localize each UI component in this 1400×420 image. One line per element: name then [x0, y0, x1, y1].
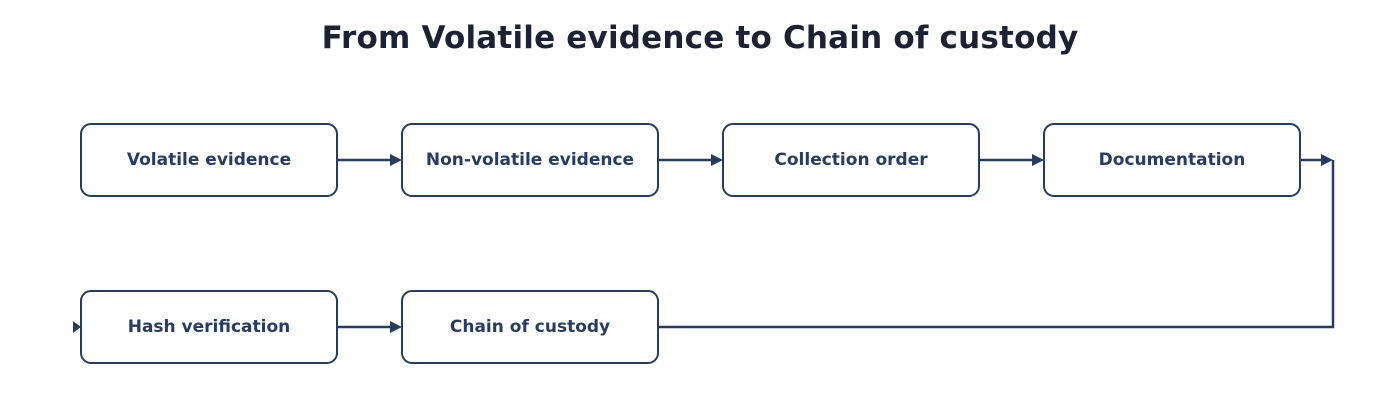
edges-layer: [73, 154, 1335, 333]
node-label: Volatile evidence: [127, 150, 291, 170]
node-box: [80, 290, 338, 364]
node-documentation: Documentation: [1043, 123, 1301, 197]
node-box: [722, 123, 980, 197]
node-box: [80, 123, 338, 197]
edge-arrowhead-wrap-entry: [73, 321, 81, 333]
edge-arrowhead: [390, 321, 402, 333]
node-chain-of-custody: Chain of custody: [401, 290, 659, 364]
node-hash-verification: Hash verification: [80, 290, 338, 364]
node-label: Documentation: [1099, 150, 1246, 170]
edge-arrowhead: [1032, 154, 1044, 166]
node-label: Non-volatile evidence: [426, 150, 634, 170]
edge-arrowhead: [711, 154, 723, 166]
node-box: [401, 290, 659, 364]
edge-collection-order-to-documentation: [979, 154, 1044, 166]
edge-non-volatile-evidence-to-collection-order: [658, 154, 723, 166]
edge-arrowhead: [390, 154, 402, 166]
diagram-title: From Volatile evidence to Chain of custo…: [321, 20, 1079, 56]
edge-hash-verification-to-chain-of-custody: [337, 321, 402, 333]
nodes-layer: Volatile evidence Non-volatile evidence Co…: [80, 123, 1301, 364]
node-label: Collection order: [774, 150, 928, 170]
edge-arrowhead-wrap-top: [1321, 154, 1333, 166]
node-box: [401, 123, 659, 197]
node-non-volatile-evidence: Non-volatile evidence: [401, 123, 659, 197]
edge-documentation-to-hash-verification: [73, 154, 1335, 333]
edge-volatile-evidence-to-non-volatile-evidence: [337, 154, 402, 166]
edge-line-return: [658, 160, 1335, 329]
node-collection-order: Collection order: [722, 123, 980, 197]
node-volatile-evidence: Volatile evidence: [80, 123, 338, 197]
node-box: [1043, 123, 1301, 197]
node-label: Hash verification: [128, 317, 291, 337]
node-label: Chain of custody: [450, 317, 610, 337]
